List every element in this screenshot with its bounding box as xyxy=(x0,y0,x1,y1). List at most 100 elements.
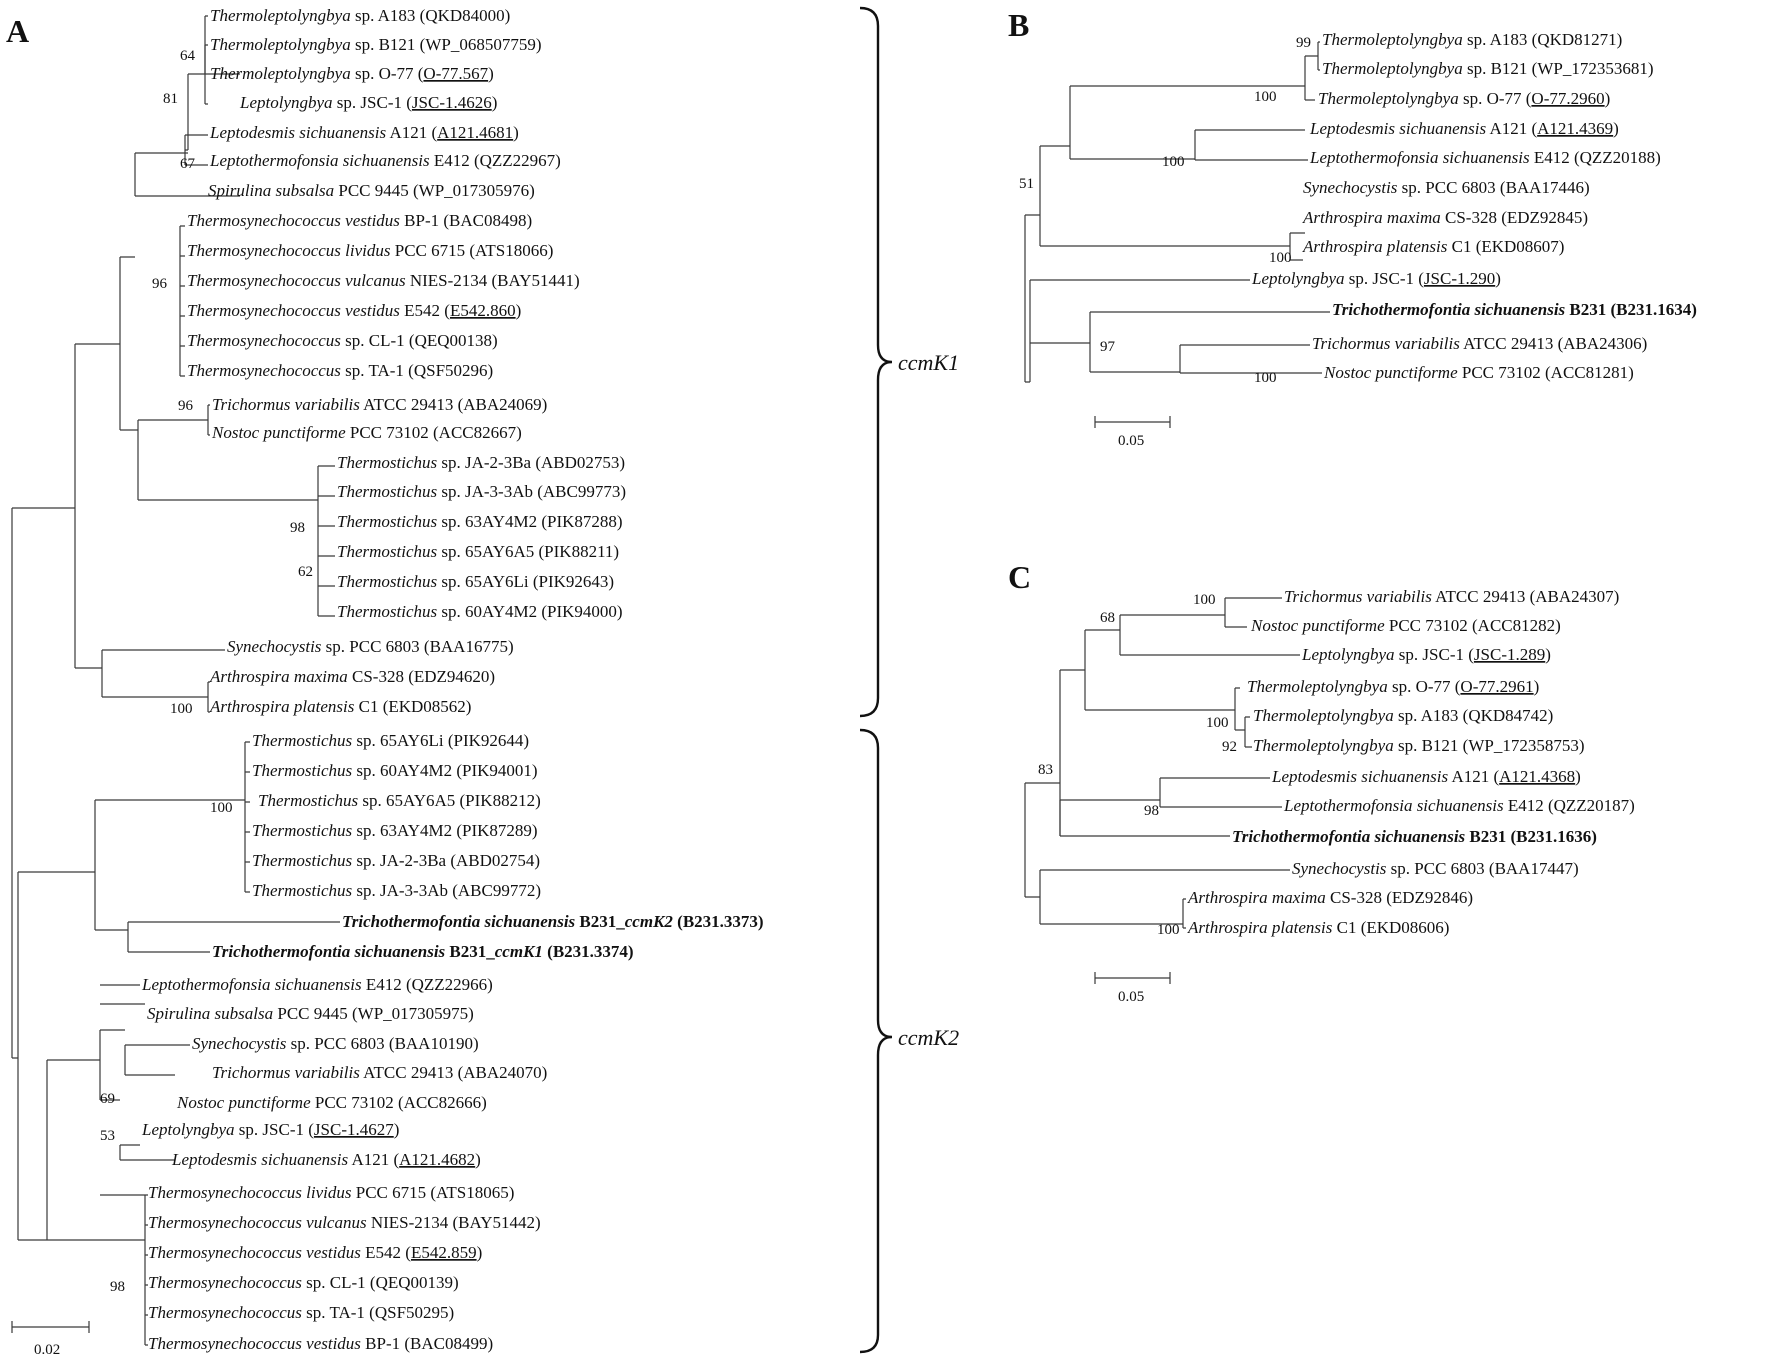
taxon-label: Leptolyngbya sp. JSC-1 (JSC-1.4627) xyxy=(141,1120,399,1139)
bootstrap-value: 83 xyxy=(1038,762,1053,778)
taxon-label: Leptothermofonsia sichuanensis E412 (QZZ… xyxy=(1309,148,1661,167)
taxon-label: Thermostichus sp. 65AY6Li (PIK92644) xyxy=(252,731,529,750)
panel-b-leaves: Thermoleptolyngbya sp. A183 (QKD81271) Th… xyxy=(1251,30,1697,382)
taxon-label: Arthrospira maxima CS-328 (EDZ92846) xyxy=(1187,888,1473,907)
bootstrap-value: 100 xyxy=(1254,370,1277,386)
panel-a-leaves: Thermoleptolyngbya sp. A183 (QKD84000) Th… xyxy=(141,6,764,1353)
bootstrap-value: 96 xyxy=(152,276,168,292)
taxon-label: Synechocystis sp. PCC 6803 (BAA10190) xyxy=(192,1034,479,1053)
taxon-label: Thermosynechococcus vestidus BP-1 (BAC08… xyxy=(187,211,532,230)
taxon-label: Thermostichus sp. 60AY4M2 (PIK94001) xyxy=(252,761,538,780)
bootstrap-value: 64 xyxy=(180,48,196,64)
taxon-label: Thermostichus sp. 65AY6A5 (PIK88212) xyxy=(258,791,541,810)
panel-b-tree: B 0.05 Thermoleptolyngbya sp. A183 (QKD8… xyxy=(1008,7,1697,449)
taxon-label: Synechocystis sp. PCC 6803 (BAA17446) xyxy=(1303,178,1590,197)
taxon-label: Thermostichus sp. JA-2-3Ba (ABD02754) xyxy=(252,851,540,870)
taxon-label: Trichormus variabilis ATCC 29413 (ABA240… xyxy=(212,1063,547,1082)
taxon-label: Thermostichus sp. 63AY4M2 (PIK87289) xyxy=(252,821,538,840)
panel-c-leaves: Trichormus variabilis ATCC 29413 (ABA243… xyxy=(1187,587,1635,937)
panel-c-tree: C 0.05 Trichormus variabilis ATCC 29413 … xyxy=(1008,559,1635,1005)
taxon-label: Thermosynechococcus lividus PCC 6715 (AT… xyxy=(148,1183,514,1202)
bootstrap-value: 99 xyxy=(1296,35,1311,51)
taxon-label: Thermoleptolyngbya sp. B121 (WP_17235875… xyxy=(1253,736,1584,755)
taxon-label: Thermoleptolyngbya sp. A183 (QKD81271) xyxy=(1322,30,1622,49)
taxon-label: Thermosynechococcus sp. CL-1 (QEQ00138) xyxy=(187,331,498,350)
taxon-label: Thermoleptolyngbya sp. A183 (QKD84742) xyxy=(1253,706,1553,725)
taxon-label: Thermosynechococcus vulcanus NIES-2134 (… xyxy=(187,271,580,290)
bootstrap-value: 67 xyxy=(180,156,196,172)
bootstrap-value: 53 xyxy=(100,1128,115,1144)
scale-label-a: 0.02 xyxy=(34,1342,60,1358)
taxon-label: Thermostichus sp. JA-3-3Ab (ABC99772) xyxy=(252,881,541,900)
taxon-label: Thermoleptolyngbya sp. O-77 (O-77.2960) xyxy=(1318,89,1610,108)
taxon-label: Trichothermofontia sichuanensis B231 (B2… xyxy=(1332,300,1697,319)
taxon-label: Synechocystis sp. PCC 6803 (BAA16775) xyxy=(227,637,514,656)
taxon-label: Nostoc punctiforme PCC 73102 (ACC82667) xyxy=(211,423,522,442)
taxon-label: Thermoleptolyngbya sp. B121 (WP_17235368… xyxy=(1322,59,1653,78)
taxon-label: Thermosynechococcus sp. CL-1 (QEQ00139) xyxy=(148,1273,459,1292)
taxon-label: Thermosynechococcus vestidus E542 (E542.… xyxy=(148,1243,482,1262)
bootstrap-value: 92 xyxy=(1222,739,1237,755)
taxon-label: Trichothermofontia sichuanensis B231_ccm… xyxy=(342,912,764,931)
taxon-label: Arthrospira platensis C1 (EKD08606) xyxy=(1187,918,1449,937)
bootstrap-value: 96 xyxy=(178,398,194,414)
bootstrap-value: 100 xyxy=(210,800,233,816)
taxon-label: Thermoleptolyngbya sp. B121 (WP_06850775… xyxy=(210,35,541,54)
taxon-label: Leptodesmis sichuanensis A121 (A121.4369… xyxy=(1309,119,1619,138)
taxon-label: Leptodesmis sichuanensis A121 (A121.4368… xyxy=(1271,767,1581,786)
taxon-label: Nostoc punctiforme PCC 73102 (ACC81282) xyxy=(1250,616,1561,635)
bootstrap-value: 51 xyxy=(1019,176,1034,192)
panel-b-letter: B xyxy=(1008,7,1029,43)
taxon-label: Thermostichus sp. 63AY4M2 (PIK87288) xyxy=(337,512,623,531)
panel-a-letter: A xyxy=(6,13,29,49)
group-label-ccmk1: ccmK1 xyxy=(898,350,959,375)
group-label-ccmk2: ccmK2 xyxy=(898,1025,959,1050)
taxon-label: Thermosynechococcus sp. TA-1 (QSF50296) xyxy=(187,361,493,380)
bootstrap-value: 100 xyxy=(1206,715,1229,731)
bootstrap-value: 100 xyxy=(1162,154,1185,170)
taxon-label: Spirulina subsalsa PCC 9445 (WP_01730597… xyxy=(208,181,535,200)
bootstrap-value: 100 xyxy=(1157,922,1180,938)
taxon-label: Trichormus variabilis ATCC 29413 (ABA243… xyxy=(1312,334,1647,353)
taxon-label: Thermosynechococcus vestidus BP-1 (BAC08… xyxy=(148,1334,493,1353)
taxon-label: Thermostichus sp. 65AY6A5 (PIK88211) xyxy=(337,542,619,561)
taxon-label: Thermosynechococcus lividus PCC 6715 (AT… xyxy=(187,241,553,260)
taxon-label: Arthrospira platensis C1 (EKD08562) xyxy=(209,697,471,716)
panel-c-letter: C xyxy=(1008,559,1031,595)
bootstrap-value: 98 xyxy=(290,520,305,536)
bootstrap-value: 97 xyxy=(1100,339,1116,355)
taxon-label: Leptolyngbya sp. JSC-1 (JSC-1.290) xyxy=(1251,269,1501,288)
taxon-label: Arthrospira maxima CS-328 (EDZ92845) xyxy=(1302,208,1588,227)
taxon-label: Nostoc punctiforme PCC 73102 (ACC82666) xyxy=(176,1093,487,1112)
taxon-label: Trichormus variabilis ATCC 29413 (ABA240… xyxy=(212,395,547,414)
taxon-label: Nostoc punctiforme PCC 73102 (ACC81281) xyxy=(1323,363,1634,382)
scale-label-b: 0.05 xyxy=(1118,433,1144,449)
taxon-label: Trichothermofontia sichuanensis B231 (B2… xyxy=(1232,827,1597,846)
scale-label-c: 0.05 xyxy=(1118,989,1144,1005)
bootstrap-value: 100 xyxy=(170,701,193,717)
taxon-label: Arthrospira platensis C1 (EKD08607) xyxy=(1302,237,1564,256)
taxon-label: Thermosynechococcus vulcanus NIES-2134 (… xyxy=(148,1213,541,1232)
taxon-label: Leptodesmis sichuanensis A121 (A121.4682… xyxy=(171,1150,481,1169)
bootstrap-value: 62 xyxy=(298,564,313,580)
taxon-label: Thermoleptolyngbya sp. O-77 (O-77.2961) xyxy=(1247,677,1539,696)
bootstrap-value: 100 xyxy=(1269,250,1292,266)
taxon-label: Thermostichus sp. 65AY6Li (PIK92643) xyxy=(337,572,614,591)
bootstrap-value: 81 xyxy=(163,91,178,107)
taxon-label: Leptolyngbya sp. JSC-1 (JSC-1.289) xyxy=(1301,645,1551,664)
taxon-label: Arthrospira maxima CS-328 (EDZ94620) xyxy=(209,667,495,686)
bootstrap-value: 98 xyxy=(1144,803,1159,819)
taxon-label: Thermoleptolyngbya sp. O-77 (O-77.567) xyxy=(210,64,494,83)
taxon-label: Trichormus variabilis ATCC 29413 (ABA243… xyxy=(1284,587,1619,606)
taxon-label: Spirulina subsalsa PCC 9445 (WP_01730597… xyxy=(147,1004,474,1023)
bootstrap-value: 100 xyxy=(1193,592,1216,608)
bootstrap-value: 98 xyxy=(110,1279,125,1295)
taxon-label: Thermoleptolyngbya sp. A183 (QKD84000) xyxy=(210,6,510,25)
bootstrap-value: 68 xyxy=(1100,610,1115,626)
taxon-label: Leptolyngbya sp. JSC-1 (JSC-1.4626) xyxy=(239,93,497,112)
taxon-label: Thermostichus sp. JA-3-3Ab (ABC99773) xyxy=(337,482,626,501)
taxon-label: Thermostichus sp. JA-2-3Ba (ABD02753) xyxy=(337,453,625,472)
